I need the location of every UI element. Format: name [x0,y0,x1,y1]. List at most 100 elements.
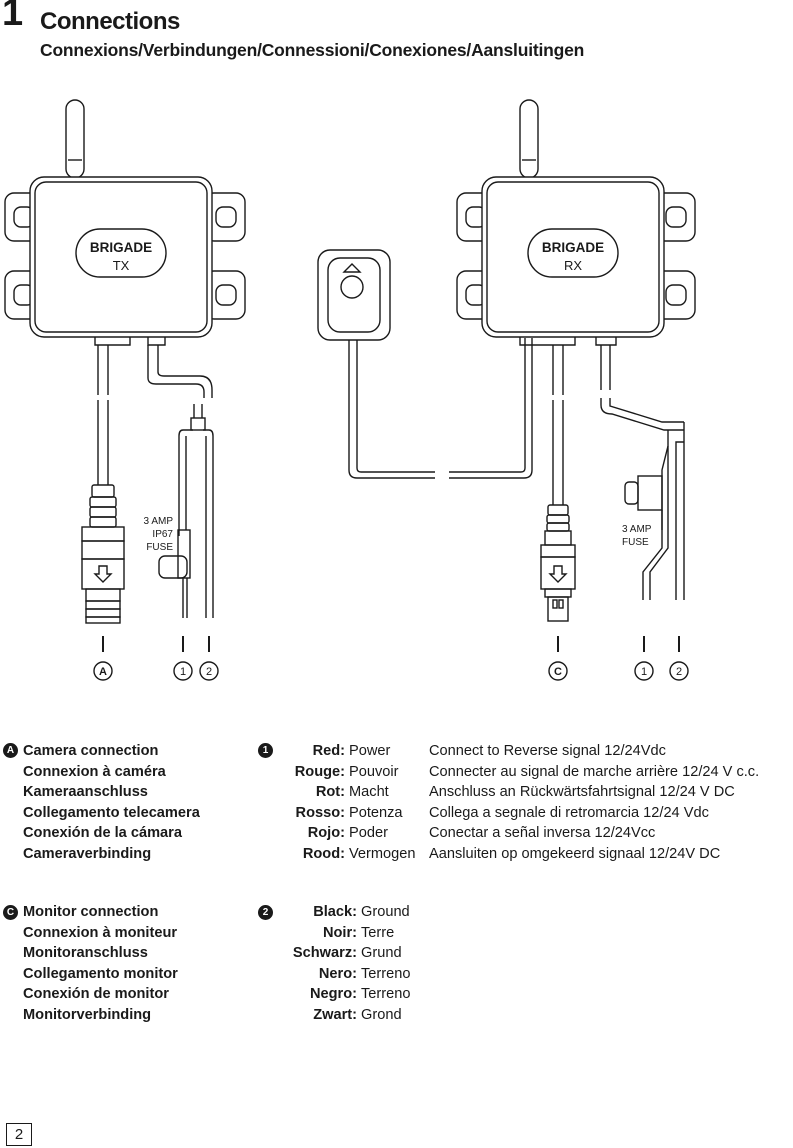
legend-a-item: Camera connection [23,743,159,759]
wire1-row: Red:Power Connect to Reverse signal 12/24… [250,741,759,762]
wire1-row: Rouge:Pouvoir Connecter au signal de marc… [250,762,759,783]
wire-function: Macht [349,784,389,801]
wire-instruction: Anschluss an Rückwärtsfahrtsignal 12/24 … [429,784,735,801]
rx-antenna [519,99,539,179]
wire-instruction: Connecter au signal de marche arrière 12… [429,763,760,780]
wire2-row: Black:Ground [262,902,441,923]
legend-wire1-badge: 1 [258,743,273,758]
callout-c-circle [548,661,568,681]
wire-function: Power [349,743,391,759]
legend-c-list: Monitor connection Connexion à moniteur … [23,902,178,1026]
wire-instruction: Aansluiten op omgekeerd signaal 12/24V D… [429,845,721,862]
wire-color: Zwart: [313,1006,357,1023]
wire1-row: Rojo:Poder Conectar a señal inversa 12/24… [250,823,759,844]
rx-power-cable [600,345,685,600]
wire-color: Rojo: [307,825,345,842]
tx-fuse-label-3: FUSE [146,542,173,553]
tx-fuse-label-2: IP67 [152,529,173,540]
legend-c-badge: C [3,905,18,920]
wire-function: Potenza [349,804,403,821]
tx-label-plate [75,228,167,278]
wire1-row: Rood:Vermogen Aansluiten op omgekeerd sig… [250,844,759,865]
callout-a-circle [93,661,113,681]
section-subtitle: Connexions/Verbindungen/Connessioni/Cone… [40,40,585,60]
callout-2-tx: 2 [206,666,212,678]
rx-brand: BRIGADE [542,240,604,255]
rx-monitor-cable [540,345,576,622]
wire-function: Terre [361,924,395,941]
connection-diagram: BRIGADE TX BRIGADE RX 3 AMP IP67 FUSE 3 … [4,99,696,681]
legend-a-item: Conexión de la cámara [23,825,182,842]
wire2-row: Nero:Terreno [262,964,441,985]
wire2-row: Schwarz:Grund [262,943,441,964]
legend-wire2-badge: 2 [258,905,273,920]
legend-a-item: Cameraverbinding [23,845,152,862]
section-title: Connections [40,8,180,35]
legend-a-item: Kameraanschluss [23,784,148,801]
rx-label-plate [527,228,619,278]
legend-c-item: Connexion à moniteur [23,924,178,941]
legend-c-item: Monitoranschluss [23,945,148,962]
rx-fuse [637,475,663,511]
wire-color: Noir: [322,924,357,941]
tx-module [4,99,246,346]
monitor-remote [317,249,533,479]
tx-camera-cable [81,345,125,624]
wire-color: Rot: [315,784,345,801]
callout-lines [102,636,680,652]
callout-c: C [554,666,562,678]
wire-function: Terreno [361,986,411,1003]
rx-fuse-label-1: 3 AMP [622,524,652,535]
wire-function: Terreno [361,965,411,982]
legend-wire1-table: Red:Power Connect to Reverse signal 12/24… [250,741,759,865]
wire-color: Black: [313,904,357,920]
legend-a-item: Collegamento telecamera [23,804,200,821]
callout-1-tx-circle [173,661,193,681]
legend-c-item: Collegamento monitor [23,965,178,982]
wire-color: Rosso: [295,804,345,821]
tx-body [29,176,213,338]
legend-a-list: Camera connection Connexion à caméra Kam… [23,741,200,865]
wire2-row: Zwart:Grond [262,1005,441,1026]
tx-fuse [177,529,191,579]
rx-fuse-label-2: FUSE [622,537,649,548]
tx-antenna [65,99,85,179]
tx-power-cable [147,345,214,618]
callout-2-tx-circle [199,661,219,681]
callout-2-rx-circle [669,661,689,681]
callout-a: A [99,666,107,678]
rx-module [456,99,696,346]
wire-function: Grund [361,945,402,962]
wire-function: Ground [361,904,410,920]
callout-1-rx-circle [634,661,654,681]
wire-color: Red: [312,743,345,759]
wire-function: Vermogen [349,845,416,862]
wire-instruction: Connect to Reverse signal 12/24Vdc [429,743,666,759]
wire1-row: Rot:Macht Anschluss an Rückwärtsfahrtsign… [250,782,759,803]
tx-brand: BRIGADE [90,240,152,255]
tx-label: TX [113,258,130,273]
rx-body [481,176,665,338]
wire2-row: Negro:Terreno [262,984,441,1005]
section-number: 1 [2,0,24,34]
legend-c-item: Monitor connection [23,904,159,920]
wire-color: Schwarz: [292,945,357,962]
legend-a-item: Connexion à caméra [23,763,166,780]
wire-function: Grond [361,1006,402,1023]
rx-label: RX [564,258,582,273]
wire-function: Pouvoir [349,763,399,780]
wire2-row: Noir:Terre [262,923,441,944]
callout-1-tx: 1 [180,666,186,678]
wire-instruction: Conectar a señal inversa 12/24Vcc [429,825,656,842]
tx-fuse-label-1: 3 AMP [144,516,174,527]
wire-color: Negro: [309,986,357,1003]
wire-function: Poder [349,825,388,842]
wire-color: Rood: [302,845,345,862]
legend-c-item: Monitorverbinding [23,1006,152,1023]
page-number: 2 [6,1123,32,1146]
callout-1-rx: 1 [641,666,647,678]
callout-2-rx: 2 [676,666,682,678]
wire-color: Rouge: [294,763,345,780]
legend-c-item: Conexión de monitor [23,986,169,1003]
